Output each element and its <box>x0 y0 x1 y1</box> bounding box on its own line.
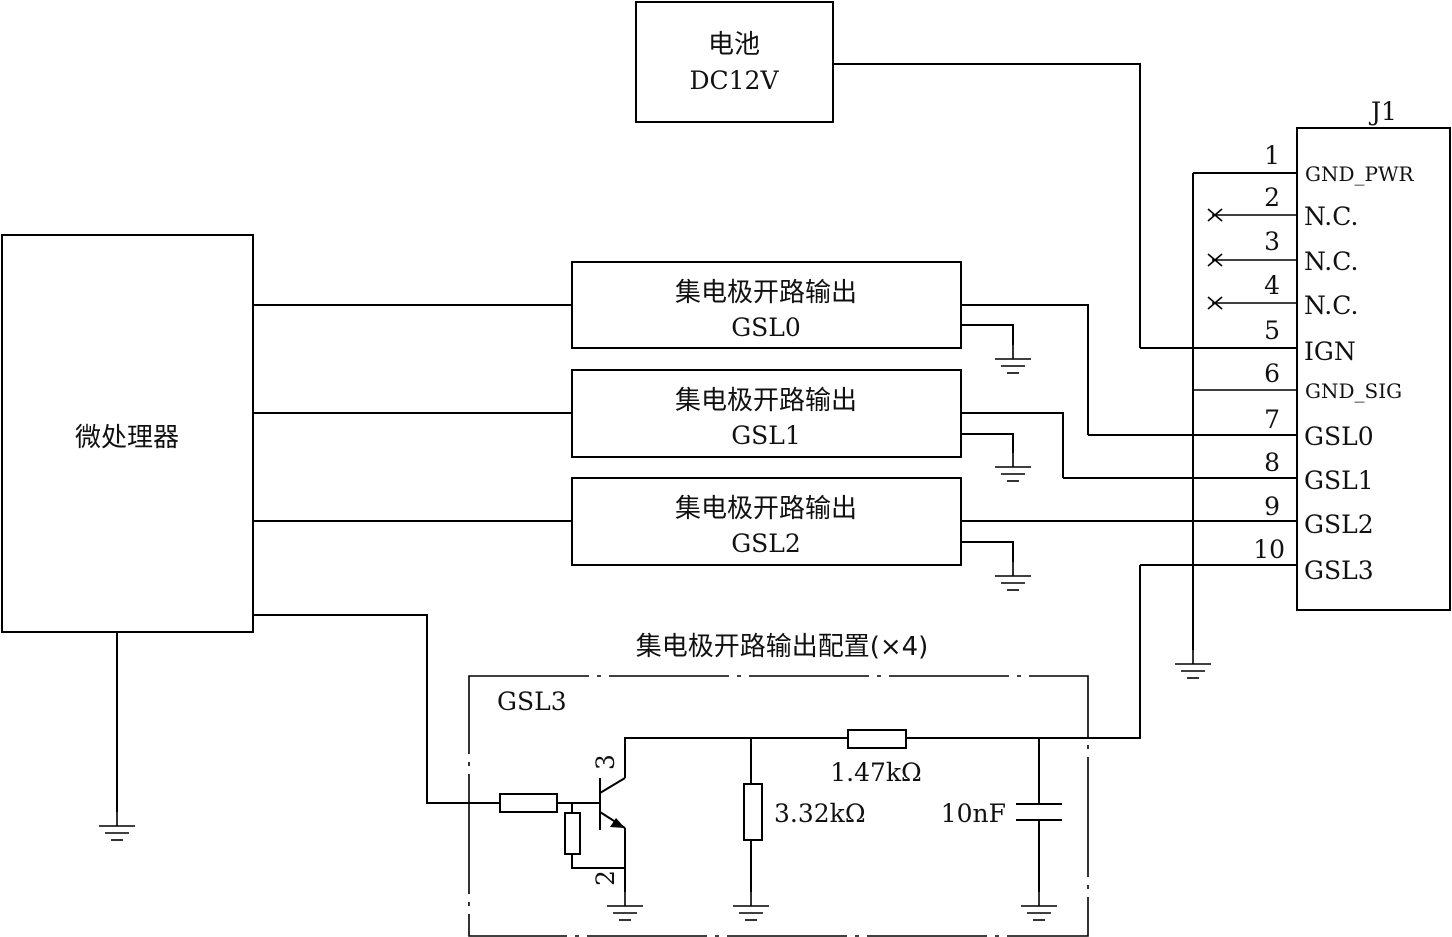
pin-label: N.C. <box>1304 247 1358 276</box>
pin-number: 9 <box>1264 492 1280 521</box>
pin-number: 8 <box>1264 448 1280 477</box>
oc-block-gsl0: 集电极开路输出 GSL0 <box>571 261 962 349</box>
npn-transistor: 3 2 <box>591 737 1088 892</box>
oc-block-title: 集电极开路输出 <box>675 278 857 308</box>
series-resistor <box>847 729 907 749</box>
ground-bus-symbol <box>1174 649 1212 679</box>
pin-number: 5 <box>1264 316 1280 345</box>
oc-block-title: 集电极开路输出 <box>675 494 857 524</box>
capacitor-ground-symbol <box>1020 891 1058 921</box>
base-resistor <box>499 793 558 813</box>
battery-to-ign-wire <box>833 63 1141 348</box>
pin-number: 10 <box>1253 535 1285 564</box>
shunt-resistor-value: 3.32kΩ <box>774 799 866 828</box>
pin-number: 2 <box>1264 183 1280 212</box>
gsl1-ground-wire <box>961 433 1014 453</box>
emitter-arrow-icon <box>610 818 625 828</box>
connector-pin-labels: GND_PWR N.C. N.C. N.C. IGN GND_SIG GSL0 … <box>1304 162 1415 585</box>
pin-number: 7 <box>1264 405 1280 434</box>
gsl1-ground-symbol <box>994 452 1032 482</box>
oc-block-name: GSL2 <box>731 529 801 558</box>
gsl2-ground-wire <box>961 541 1014 562</box>
pin-label: GND_PWR <box>1305 162 1415 186</box>
emitter-ground-symbol <box>606 891 644 921</box>
pin-number: 4 <box>1264 271 1280 300</box>
no-connect-marks <box>1207 208 1223 310</box>
gsl0-ground-wire <box>961 324 1014 345</box>
shunt-ground-symbol <box>732 891 770 921</box>
pin-number: 1 <box>1264 141 1280 170</box>
pin-label: N.C. <box>1304 291 1358 320</box>
config-title: 集电极开路输出配置(×4) <box>636 632 929 662</box>
pin-label: GSL0 <box>1304 422 1374 451</box>
gsl3-output-wire <box>1088 565 1141 739</box>
oc-block-name: GSL1 <box>731 421 801 450</box>
series-resistor-value: 1.47kΩ <box>830 758 922 787</box>
config-name: GSL3 <box>497 687 567 716</box>
pin-label: GND_SIG <box>1305 379 1402 403</box>
capacitor-value: 10nF <box>941 799 1006 828</box>
pin-number: 3 <box>1264 227 1280 256</box>
nc-cross-icon <box>1207 208 1223 222</box>
battery-label: 电池 <box>708 30 760 60</box>
connector-pin-numbers: 1 2 3 4 5 6 7 8 9 10 <box>1253 141 1285 564</box>
base-emitter-resistor <box>564 812 581 855</box>
shunt-resistor <box>743 783 763 841</box>
nc-cross-icon <box>1207 253 1223 267</box>
gsl2-ground-symbol <box>994 561 1032 591</box>
oc-block-gsl1: 集电极开路输出 GSL1 <box>571 369 962 458</box>
gsl0-ground-symbol <box>994 344 1032 374</box>
battery-voltage: DC12V <box>689 66 779 95</box>
oc-block-title: 集电极开路输出 <box>675 386 857 416</box>
gsl0-output-wire <box>961 304 1089 435</box>
base-emitter-return-wire <box>571 854 625 869</box>
config-dashed-boundary <box>468 675 1089 937</box>
pin-label: N.C. <box>1304 202 1358 231</box>
mcu-ground-symbol <box>98 811 136 841</box>
pin-label: GSL3 <box>1304 556 1374 585</box>
oc-block-name: GSL0 <box>731 313 801 342</box>
oc-block-gsl2: 集电极开路输出 GSL2 <box>571 477 962 566</box>
mcu-block: 微处理器 <box>1 234 254 633</box>
connector-j1: J1 <box>1296 97 1451 611</box>
pin-label: GSL2 <box>1304 510 1374 539</box>
connector-ref: J1 <box>1368 97 1397 126</box>
pin-label: GSL1 <box>1304 466 1374 495</box>
battery-block: 电池 DC12V <box>635 1 834 123</box>
pin-label: IGN <box>1304 337 1356 366</box>
collector-pin-number: 3 <box>591 754 620 770</box>
mcu-output-wires <box>253 304 572 804</box>
mcu-label: 微处理器 <box>75 423 179 453</box>
connector-pin-lines <box>961 172 1297 566</box>
gsl1-output-wire <box>961 412 1064 478</box>
nc-cross-icon <box>1207 296 1223 310</box>
pin-number: 6 <box>1264 359 1280 388</box>
emitter-pin-number: 2 <box>591 870 620 886</box>
